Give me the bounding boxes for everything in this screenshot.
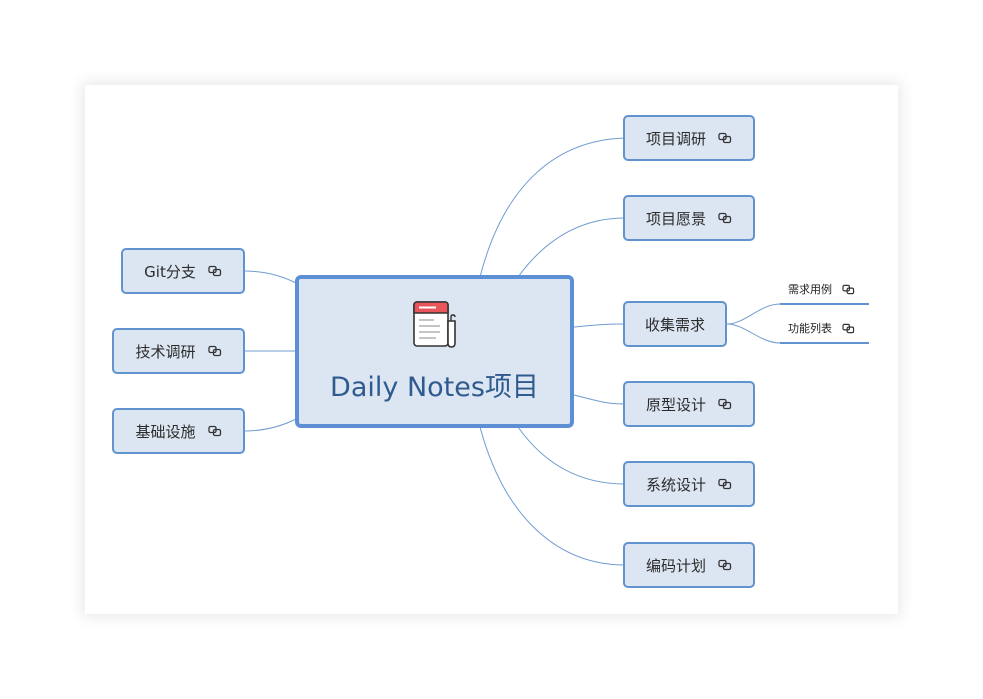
connector-right-1: [479, 137, 626, 278]
topic-label: Git分支: [144, 262, 196, 281]
link-icon[interactable]: [207, 345, 222, 357]
connector-right-6: [479, 426, 626, 566]
topic-prototype-design[interactable]: 原型设计: [623, 381, 755, 427]
subtopic-underline: [780, 342, 869, 344]
topic-collect-requirements[interactable]: 收集需求: [623, 301, 727, 347]
connector-left-1: [243, 270, 297, 284]
link-icon[interactable]: [718, 478, 732, 490]
topic-label: 原型设计: [645, 395, 706, 414]
connector-right-4: [573, 394, 626, 405]
central-title: Daily Notes项目: [330, 372, 539, 403]
topic-label: 系统设计: [645, 475, 706, 494]
link-icon[interactable]: [718, 559, 732, 571]
topic-label: 收集需求: [644, 315, 705, 334]
subtopic-feature-list[interactable]: 功能列表: [788, 320, 855, 336]
topic-project-research[interactable]: 项目调研: [623, 115, 755, 161]
link-icon[interactable]: [718, 132, 732, 144]
subtopic-label: 功能列表: [788, 322, 832, 335]
notes-icon: [412, 301, 456, 348]
topic-coding-plan[interactable]: 编码计划: [623, 542, 755, 588]
link-icon[interactable]: [208, 265, 222, 277]
subtopic-underline: [780, 303, 869, 305]
topic-label: 项目调研: [645, 129, 706, 148]
connector-right-5: [517, 426, 626, 485]
connector-right-2: [517, 217, 626, 278]
subtopic-use-cases[interactable]: 需求用例: [788, 281, 855, 297]
link-icon[interactable]: [842, 323, 855, 334]
topic-project-vision[interactable]: 项目愿景: [623, 195, 755, 241]
central-topic[interactable]: Daily Notes项目: [295, 275, 574, 428]
topic-label: 编码计划: [645, 556, 706, 575]
subtopic-label: 需求用例: [788, 283, 832, 296]
connector-sub-1: [726, 303, 781, 325]
link-icon[interactable]: [842, 284, 855, 295]
topic-label: 基础设施: [135, 422, 196, 441]
connector-sub-2: [726, 323, 781, 344]
connector-right-3: [573, 323, 626, 328]
link-icon[interactable]: [718, 212, 732, 224]
topic-infrastructure[interactable]: 基础设施: [112, 408, 245, 454]
connector-left-3: [243, 418, 297, 432]
topic-system-design[interactable]: 系统设计: [623, 461, 755, 507]
link-icon[interactable]: [718, 398, 732, 410]
topic-label: 技术调研: [135, 342, 196, 361]
topic-label: 项目愿景: [645, 209, 706, 228]
link-icon[interactable]: [207, 425, 222, 437]
topic-git-branch[interactable]: Git分支: [121, 248, 245, 294]
topic-tech-research[interactable]: 技术调研: [112, 328, 245, 374]
